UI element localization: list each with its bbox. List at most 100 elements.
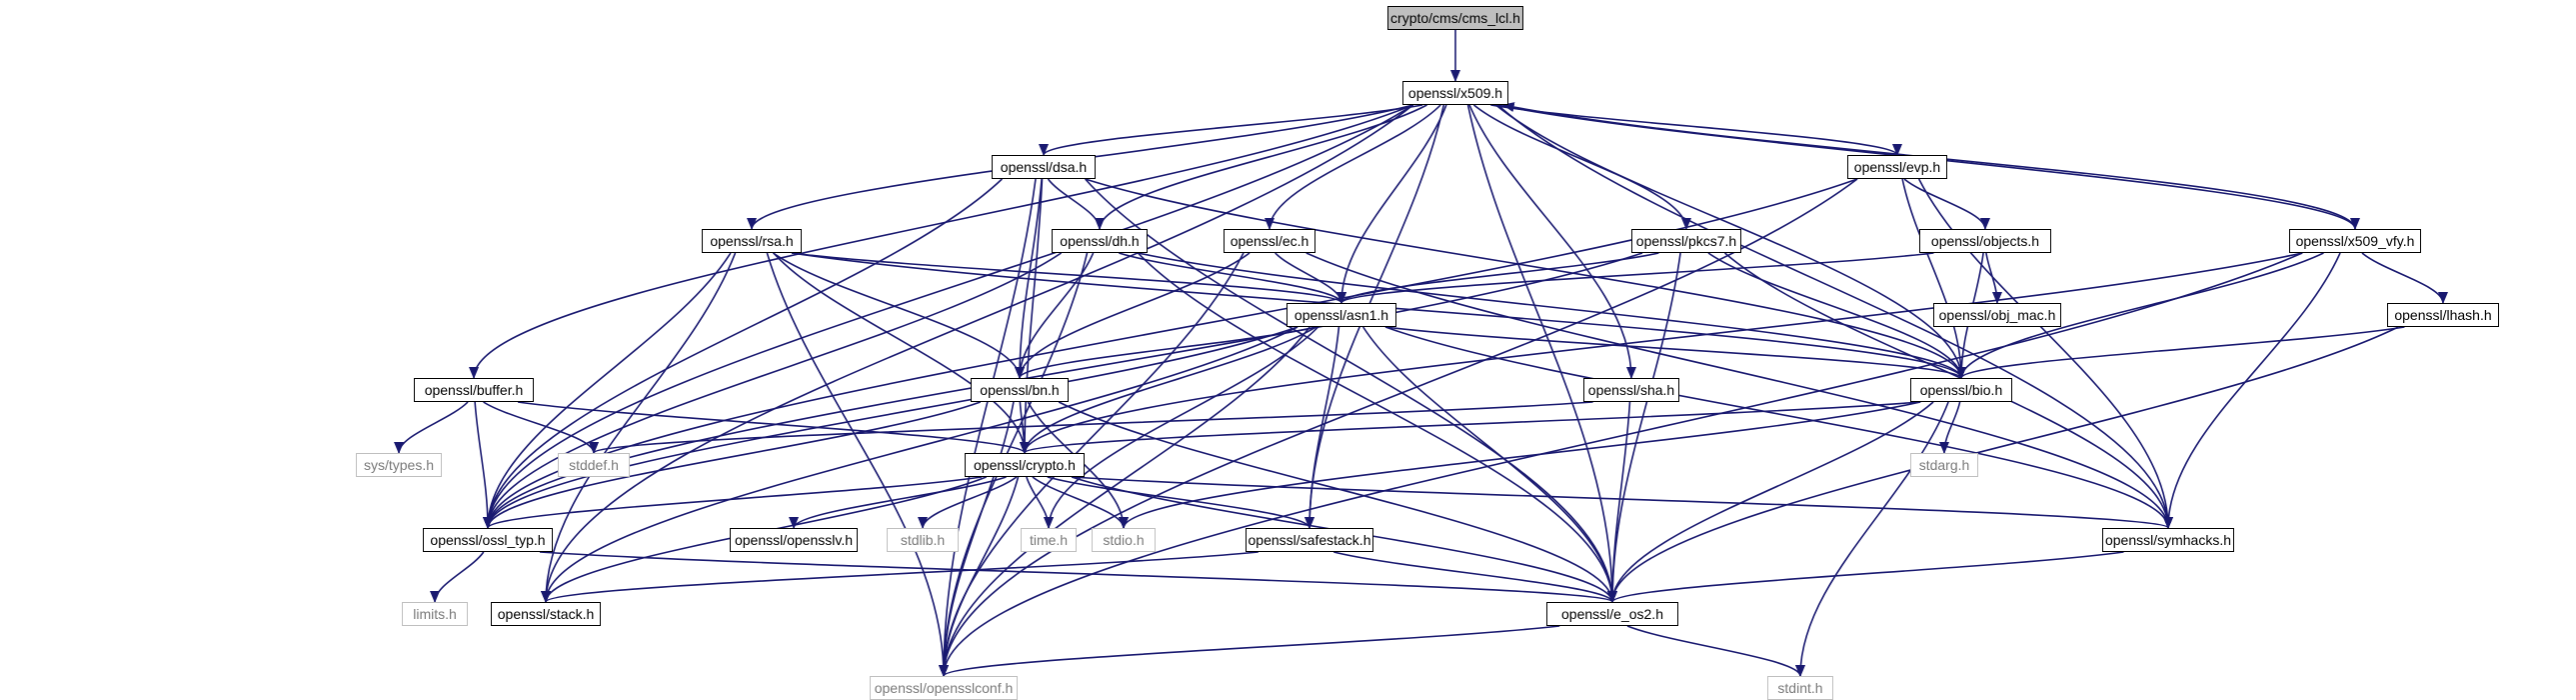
node-openssl-objects[interactable]: openssl/objects.h: [1919, 229, 2051, 253]
edge-x509-to-buffer: [469, 104, 1413, 379]
edge-dsa-to-ossl_typ: [483, 178, 1003, 529]
node-crypto-cms-cms-lcl: crypto/cms/cms_lcl.h: [1387, 6, 1523, 30]
edge-x509-to-dh: [1095, 104, 1427, 230]
node-openssl-x509-vfy[interactable]: openssl/x509_vfy.h: [2289, 229, 2421, 253]
node-openssl-bn[interactable]: openssl/bn.h: [971, 378, 1069, 402]
edge-objects-to-obj_mac: [1985, 252, 2002, 304]
node-openssl-evp[interactable]: openssl/evp.h: [1847, 155, 1947, 179]
node-openssl-lhash[interactable]: openssl/lhash.h: [2387, 303, 2499, 327]
node-openssl-ec[interactable]: openssl/ec.h: [1224, 229, 1315, 253]
edge-x509_vfy-to-bio: [1956, 252, 2324, 379]
edge-crypto-to-stack: [541, 476, 987, 603]
edge-dh-to-bn: [1015, 252, 1095, 379]
edge-dsa-to-e_os2: [1085, 178, 1617, 603]
edge-crypto-to-symhacks: [1072, 476, 2173, 529]
edge-sha-to-stddef: [589, 401, 1593, 454]
edge-objects-to-asn1: [1336, 252, 1934, 304]
node-openssl-obj-mac[interactable]: openssl/obj_mac.h: [1933, 303, 2061, 327]
node-openssl-e-os2[interactable]: openssl/e_os2.h: [1546, 602, 1678, 626]
edge-bio-to-e_os2: [1607, 401, 1934, 603]
edge-rsa-to-asn1: [791, 252, 1346, 304]
node-openssl-dh[interactable]: openssl/dh.h: [1052, 229, 1148, 253]
edge-asn1-to-opensslconf: [939, 326, 1310, 677]
edge-dh-to-e_os2: [1137, 252, 1617, 603]
edge-crypto-to-stdio: [1032, 476, 1129, 529]
edge-bn-to-e_os2: [1058, 401, 1617, 603]
edge-x509-to-asn1: [1336, 104, 1447, 304]
edge-bn-to-opensslconf: [939, 401, 1015, 677]
node-openssl-asn1[interactable]: openssl/asn1.h: [1287, 303, 1396, 327]
node-sys-types: sys/types.h: [356, 453, 442, 477]
edge-buffer-to-ossl_typ: [474, 401, 493, 529]
node-openssl-opensslconf: openssl/opensslconf.h: [870, 676, 1018, 700]
edge-crypto-to-opensslconf: [939, 476, 1020, 677]
edge-buffer-to-crypto: [517, 401, 1030, 454]
edge-bio-to-stdint: [1795, 401, 1949, 677]
edge-dh-to-ossl_typ: [483, 252, 1063, 529]
edge-e_os2-to-opensslconf: [939, 625, 1560, 677]
edge-rsa-to-crypto: [773, 252, 1030, 454]
edge-buffer-to-sys_types: [394, 401, 469, 454]
node-openssl-buffer[interactable]: openssl/buffer.h: [414, 378, 534, 402]
edge-rsa-to-ossl_typ: [483, 252, 732, 529]
edge-x509-to-ossl_typ: [483, 104, 1414, 529]
node-openssl-pkcs7[interactable]: openssl/pkcs7.h: [1631, 229, 1741, 253]
edge-bn-to-stdio: [1027, 401, 1129, 529]
node-openssl-symhacks[interactable]: openssl/symhacks.h: [2102, 528, 2234, 552]
edge-dsa-to-dh: [1047, 178, 1105, 230]
edge-crypto-to-safestack: [1047, 476, 1314, 529]
edge-x509_vfy-to-opensslconf: [939, 252, 2303, 677]
edge-x509_vfy-to-symhacks: [2163, 252, 2341, 529]
node-openssl-safestack[interactable]: openssl/safestack.h: [1246, 528, 1373, 552]
edge-asn1-to-crypto: [1020, 326, 1317, 454]
edge-bio-to-crypto: [1020, 401, 1921, 454]
edge-lhash-to-bio: [1956, 326, 2405, 379]
node-time: time.h: [1021, 528, 1077, 552]
edge-asn1-to-symhacks: [1384, 326, 2173, 529]
edge-ossl_typ-to-e_os2: [539, 551, 1617, 603]
edge-asn1-to-e_os2: [1362, 326, 1617, 603]
edge-ossl_typ-to-limits: [430, 551, 485, 603]
edge-symhacks-to-e_os2: [1607, 551, 2124, 603]
edge-pkcs7-to-ossl_typ: [483, 252, 1643, 529]
node-stdlib: stdlib.h: [887, 528, 959, 552]
node-openssl-opensslv[interactable]: openssl/opensslv.h: [730, 528, 858, 552]
node-openssl-crypto[interactable]: openssl/crypto.h: [965, 453, 1085, 477]
edge-pkcs7-to-bio: [1707, 252, 1966, 379]
edge-asn1-to-bn: [1015, 326, 1316, 379]
edge-x509-to-dsa: [1039, 104, 1423, 156]
node-openssl-stack[interactable]: openssl/stack.h: [491, 602, 601, 626]
edge-crypto-to-time: [1026, 476, 1054, 529]
edge-sha-to-e_os2: [1607, 401, 1631, 603]
edge-dsa-to-bio: [1085, 178, 1966, 379]
edge-x509-to-symhacks: [1496, 104, 2173, 529]
node-openssl-x509[interactable]: openssl/x509.h: [1402, 81, 1508, 105]
edge-bn-to-ossl_typ: [483, 401, 982, 529]
edge-asn1-to-safestack: [1304, 326, 1340, 529]
edge-x509_vfy-to-x509: [1501, 102, 2356, 230]
node-openssl-bio[interactable]: openssl/bio.h: [1910, 378, 2012, 402]
node-stddef: stddef.h: [558, 453, 630, 477]
edge-asn1-to-stack: [541, 326, 1298, 603]
edge-bio-to-stdio: [1119, 401, 1921, 529]
edge-safestack-to-stack: [541, 551, 1259, 603]
node-stdint: stdint.h: [1767, 676, 1833, 700]
edge-crypto-to-opensslv: [789, 476, 1007, 529]
edge-bio-to-stdarg: [1939, 401, 1961, 454]
edge-evp-to-objects: [1903, 178, 1990, 230]
edge-x509-to-sha: [1468, 104, 1636, 379]
edge-x509-to-e_os2: [1466, 104, 1617, 603]
node-openssl-sha[interactable]: openssl/sha.h: [1583, 378, 1679, 402]
node-openssl-rsa[interactable]: openssl/rsa.h: [702, 229, 802, 253]
node-openssl-ossl-typ[interactable]: openssl/ossl_typ.h: [423, 528, 553, 552]
node-stdarg: stdarg.h: [1910, 453, 1978, 477]
edge-x509-to-ec: [1265, 104, 1441, 230]
edge-crypto-to-stdlib: [918, 476, 1018, 529]
edge-ec-to-bn: [1015, 252, 1251, 379]
node-openssl-dsa[interactable]: openssl/dsa.h: [992, 155, 1096, 179]
edge-e_os2-to-stdint: [1626, 625, 1805, 677]
edge-rsa-to-opensslconf: [766, 252, 949, 677]
edge-dsa-to-crypto: [1020, 178, 1044, 454]
edge-asn1-to-bio: [1384, 326, 1966, 379]
